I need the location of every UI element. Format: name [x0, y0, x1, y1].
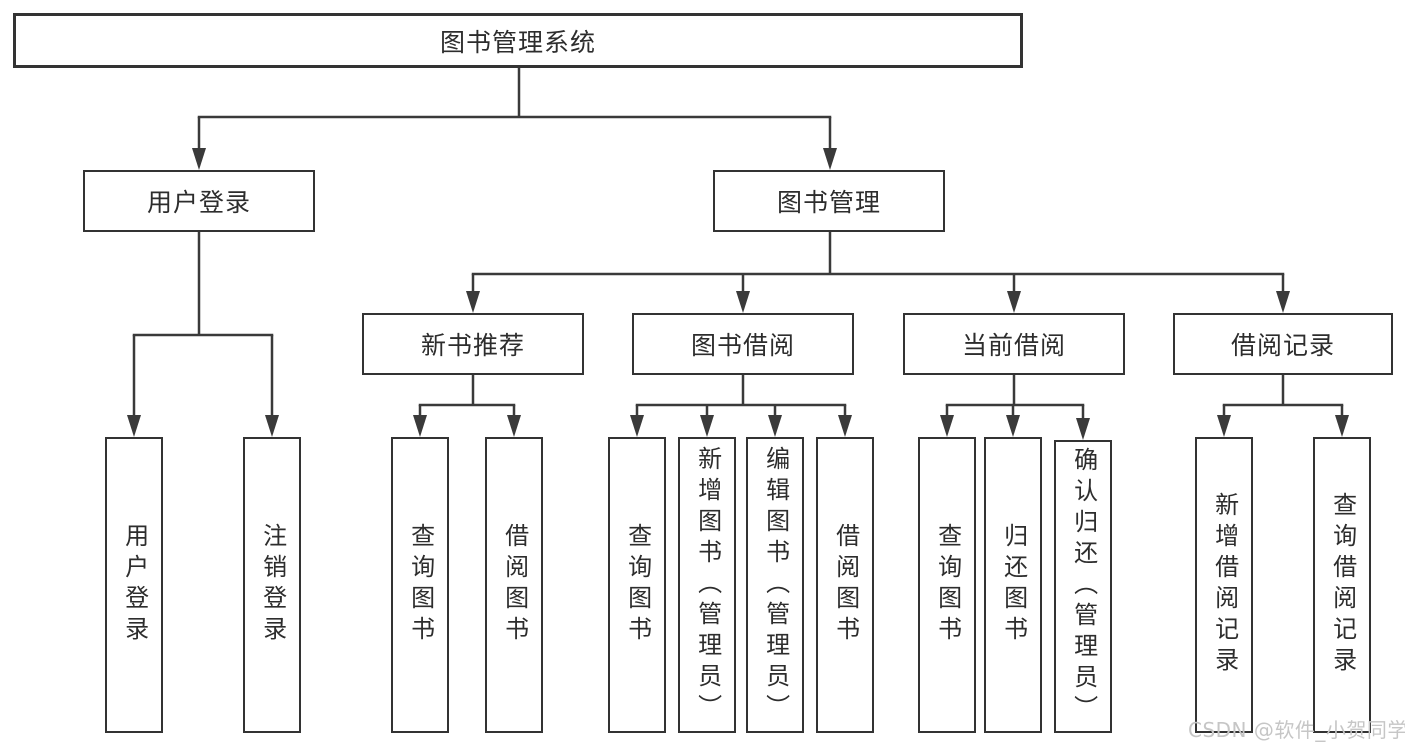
leaf-br-query-record: 查询借阅记录: [1313, 437, 1371, 733]
leaf-bb-borrow-books: 借阅图书: [816, 437, 874, 733]
node-borrowing-records: 借阅记录: [1173, 313, 1393, 375]
leaf-label: 借阅图书: [831, 523, 860, 647]
leaf-label: 查询图书: [933, 523, 962, 647]
arrowheads: [127, 148, 1349, 440]
node-label: 用户登录: [146, 188, 251, 217]
leaf-label: 查询图书: [406, 523, 435, 647]
node-label: 图书借阅: [690, 331, 795, 360]
csdn-watermark: CSDN @软件_小贺同学: [1188, 718, 1405, 742]
leaf-cb-return-books: 归还图书: [984, 437, 1042, 733]
leaf-label: 归还图书: [999, 523, 1028, 647]
node-label: 当前借阅: [961, 331, 1066, 360]
node-book-borrowing: 图书借阅: [632, 313, 854, 375]
leaf-label: 确认归还（管理员）: [1069, 447, 1098, 726]
leaf-label: 借阅图书: [500, 523, 529, 647]
leaf-br-add-record: 新增借阅记录: [1195, 437, 1253, 733]
leaf-user-login: 用户登录: [105, 437, 163, 733]
leaf-label: 查询借阅记录: [1328, 492, 1357, 678]
leaf-label: 新增借阅记录: [1210, 492, 1239, 678]
leaf-logout: 注销登录: [243, 437, 301, 733]
leaf-label: 用户登录: [120, 523, 149, 647]
leaf-nb-borrow-books: 借阅图书: [485, 437, 543, 733]
node-label: 新书推荐: [420, 331, 525, 360]
node-current-borrowing: 当前借阅: [903, 313, 1125, 375]
leaf-cb-confirm-return-admin: 确认归还（管理员）: [1054, 440, 1112, 733]
node-user-login: 用户登录: [83, 170, 315, 232]
node-label: 图书管理系统: [439, 27, 596, 57]
node-label: 借阅记录: [1230, 331, 1335, 360]
leaf-nb-query-books: 查询图书: [391, 437, 449, 733]
node-library-management-system: 图书管理系统: [13, 13, 1023, 68]
leaf-cb-query-books: 查询图书: [918, 437, 976, 733]
node-new-book-recommendation: 新书推荐: [362, 313, 584, 375]
node-book-management: 图书管理: [713, 170, 945, 232]
node-label: 图书管理: [776, 188, 881, 217]
leaf-bb-add-books-admin: 新增图书（管理员）: [678, 437, 736, 733]
leaf-label: 编辑图书（管理员）: [761, 445, 790, 725]
leaf-label: 注销登录: [258, 523, 287, 647]
leaf-label: 新增图书（管理员）: [693, 445, 722, 725]
leaf-bb-query-books: 查询图书: [608, 437, 666, 733]
leaf-bb-edit-books-admin: 编辑图书（管理员）: [746, 437, 804, 733]
leaf-label: 查询图书: [623, 523, 652, 647]
